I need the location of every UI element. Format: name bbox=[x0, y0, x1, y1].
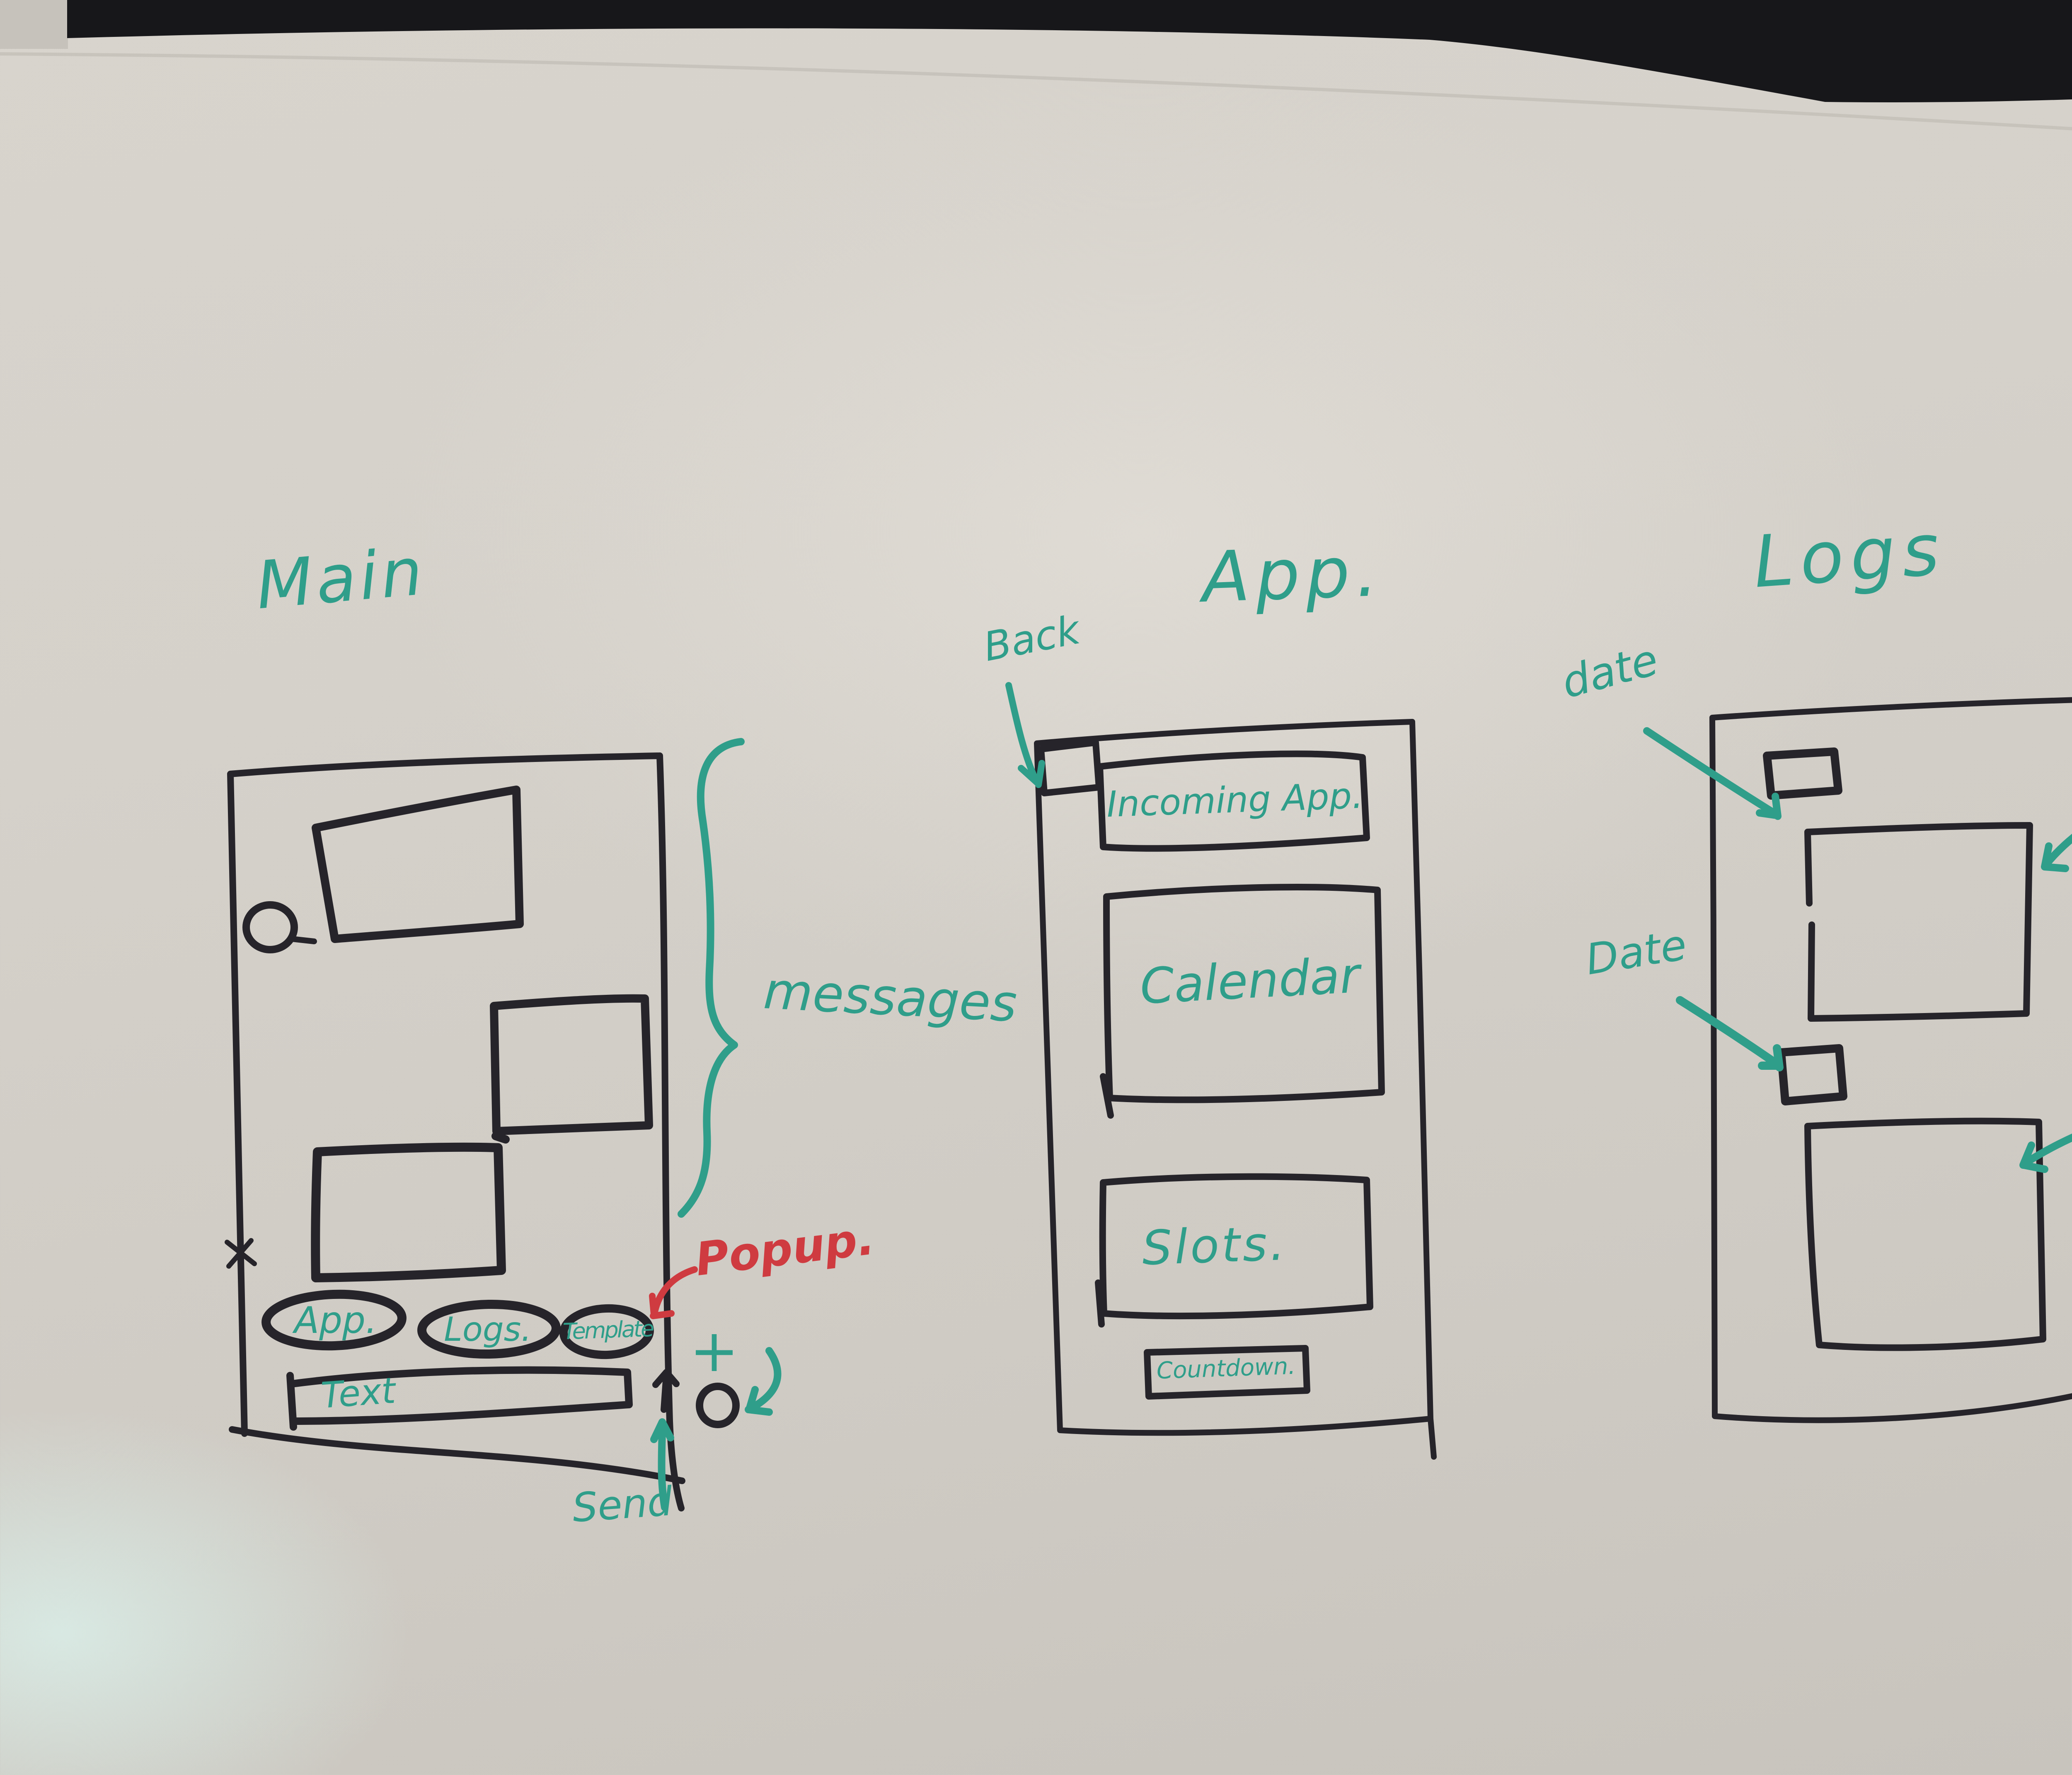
pill-template-label: Template bbox=[562, 1315, 654, 1345]
pill-logs-label: Logs. bbox=[444, 1310, 532, 1349]
plus-annotation: + bbox=[690, 1317, 739, 1385]
text-input-box bbox=[286, 1366, 633, 1431]
date-arrow-1 bbox=[1643, 727, 1782, 820]
calendar-box bbox=[1100, 884, 1385, 1119]
countdown-bar bbox=[1144, 1345, 1310, 1400]
avatar-tail bbox=[289, 936, 317, 944]
main-annotations-teal bbox=[650, 738, 782, 1511]
pill-app bbox=[261, 1289, 407, 1351]
pill-template bbox=[559, 1304, 654, 1359]
history-arrow-2 bbox=[2019, 1133, 2072, 1173]
message-bubble-3 bbox=[311, 1142, 506, 1282]
date-arrow-2 bbox=[1676, 996, 1784, 1071]
countdown-label: Countdown. bbox=[1156, 1352, 1296, 1385]
popup-arrow bbox=[649, 1266, 698, 1319]
main-x-mark bbox=[225, 1238, 257, 1269]
pill-app-label: App. bbox=[294, 1299, 377, 1342]
back-chip bbox=[1038, 739, 1102, 796]
send-arrow-icon bbox=[652, 1369, 680, 1413]
calendar-label: Calendar bbox=[1138, 946, 1361, 1015]
send-annotation: Send bbox=[571, 1478, 674, 1531]
history-box-2 bbox=[1804, 1117, 2046, 1351]
slots-box bbox=[1095, 1173, 1373, 1328]
back-arrow bbox=[1005, 682, 1045, 788]
logs-screen-title: Logs bbox=[1750, 507, 1949, 604]
main-frame bbox=[227, 752, 685, 1511]
date-chip-1 bbox=[1763, 747, 1842, 800]
avatar-circle bbox=[242, 901, 298, 953]
logs-annotations-teal bbox=[1643, 727, 2072, 1173]
pill-logs bbox=[417, 1299, 561, 1359]
app-screen-title: App. bbox=[1201, 530, 1385, 618]
board-top-edge-shadow bbox=[0, 52, 2072, 131]
plus-arrow bbox=[745, 1347, 782, 1416]
date-chip-2 bbox=[1777, 1044, 1847, 1105]
message-bubble-2 bbox=[490, 994, 653, 1144]
messages-annotation: messages bbox=[762, 961, 1019, 1033]
logs-screen-sketch bbox=[1709, 697, 2072, 1423]
send-annotation-arrow bbox=[650, 1418, 674, 1511]
incoming-bar bbox=[1097, 750, 1370, 852]
main-annotations-red bbox=[649, 1266, 698, 1319]
attach-circle-button bbox=[696, 1383, 740, 1428]
app-annotations-teal bbox=[1005, 682, 1045, 788]
wall-left-sliver bbox=[0, 0, 68, 49]
app-screen-sketch bbox=[1034, 719, 1437, 1460]
main-screen-sketch bbox=[225, 752, 740, 1511]
text-input-label: Text bbox=[320, 1370, 397, 1417]
messages-brace bbox=[678, 738, 745, 1218]
top-frame-bar bbox=[67, 0, 2072, 103]
app-frame bbox=[1034, 719, 1437, 1460]
incoming-app-label: Incoming App. bbox=[1106, 775, 1364, 826]
history-box-1 bbox=[1804, 822, 2033, 1022]
main-screen-title: Main bbox=[253, 533, 429, 624]
history-arrow-1 bbox=[2041, 834, 2072, 872]
slots-label: Slots. bbox=[1141, 1215, 1288, 1276]
message-bubble-1 bbox=[312, 786, 524, 943]
logs-frame bbox=[1709, 697, 2072, 1423]
